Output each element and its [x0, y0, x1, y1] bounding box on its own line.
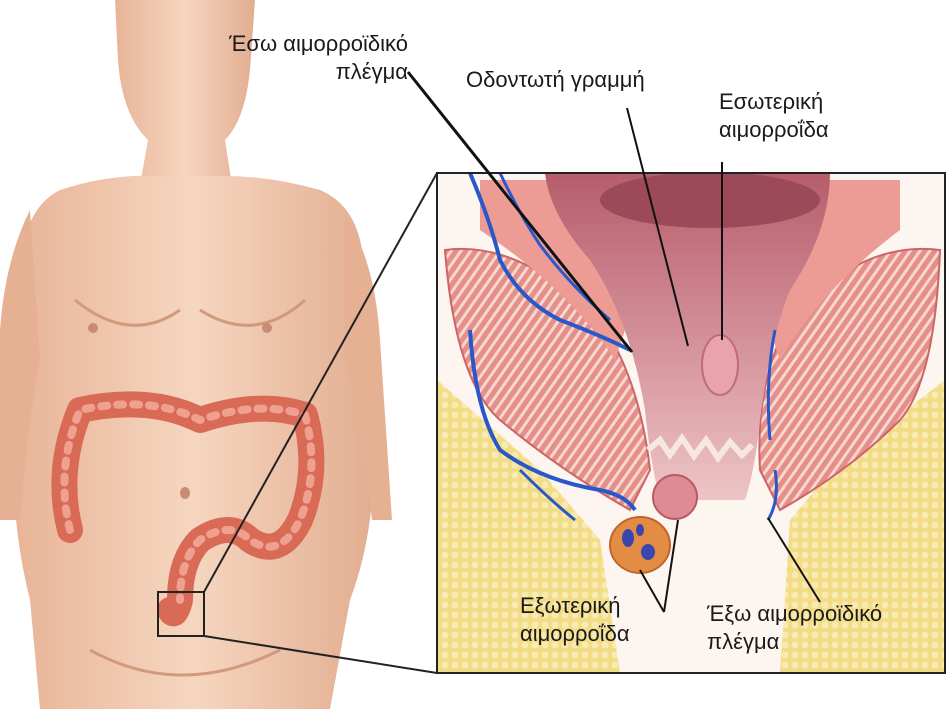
label-dentate-line-text: Οδοντωτή γραμμή: [466, 66, 645, 94]
label-internal-plexus-line2: πλέγμα: [148, 58, 408, 86]
label-external-plexus-line1: Έξω αιμορροϊδικό: [707, 600, 882, 628]
label-external-plexus-line2: πλέγμα: [707, 628, 882, 656]
label-internal-hemorrhoid-line1: Εσωτερική: [719, 88, 829, 116]
label-internal-plexus-line1: Έσω αιμορροϊδικό: [148, 30, 408, 58]
label-internal-plexus: Έσω αιμορροϊδικό πλέγμα: [148, 30, 408, 86]
label-dentate-line: Οδοντωτή γραμμή: [466, 66, 645, 94]
label-external-hemorrhoid: Εξωτερική αιμορροΐδα: [520, 592, 630, 648]
human-torso-figure: [0, 0, 392, 709]
label-internal-hemorrhoid: Εσωτερική αιμορροΐδα: [719, 88, 829, 144]
label-internal-hemorrhoid-line2: αιμορροΐδα: [719, 116, 829, 144]
label-external-hemorrhoid-line2: αιμορροΐδα: [520, 620, 630, 648]
label-external-hemorrhoid-line1: Εξωτερική: [520, 592, 630, 620]
anal-canal-inset: [437, 172, 945, 673]
label-external-plexus: Έξω αιμορροϊδικό πλέγμα: [707, 600, 882, 656]
